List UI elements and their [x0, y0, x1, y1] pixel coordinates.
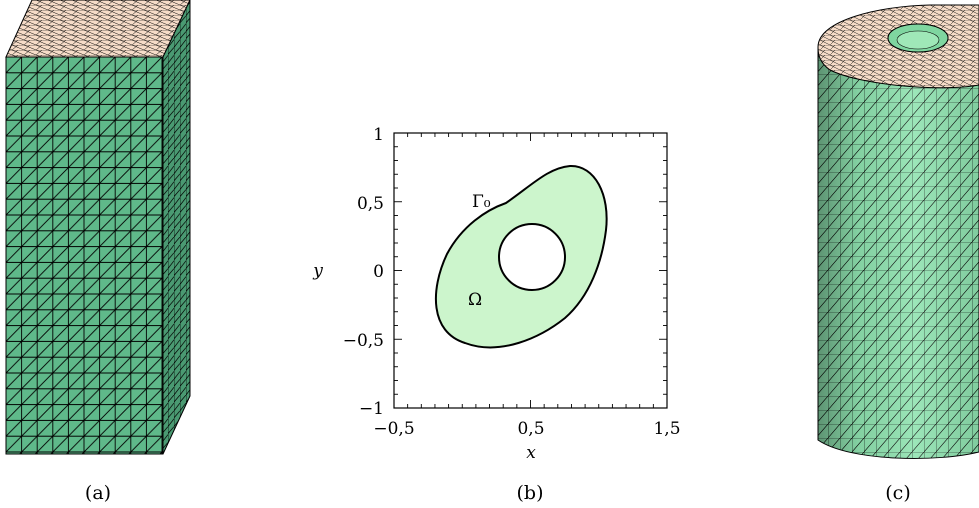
y-axis-label: y: [312, 261, 323, 281]
plot-frame: [393, 132, 668, 409]
x-tick-1-5: 1,5: [653, 419, 680, 439]
x-tick-0-5: 0,5: [517, 419, 544, 439]
y-tick-1: 1: [373, 125, 384, 145]
caption-c: (c): [885, 482, 910, 504]
minor-ticks: [393, 132, 668, 409]
y-tick-0-5: 0,5: [357, 194, 384, 214]
omega-label: Ω: [468, 290, 482, 310]
mesh-cylinder-figure: [817, 4, 979, 459]
caption-a: (a): [85, 482, 111, 504]
mesh-box-top: [5, 0, 191, 58]
cylinder-hole-inner: [896, 30, 940, 50]
domain-omega: [435, 164, 608, 349]
x-tick-neg-0-5: −0,5: [373, 419, 414, 439]
mesh-box-side: [162, 0, 191, 455]
mesh-box-figure: [5, 0, 191, 455]
gamma-label: Γ₀: [472, 192, 491, 212]
y-tick-neg-1: −1: [359, 399, 384, 419]
caption-b: (b): [517, 482, 544, 504]
y-tick-0: 0: [373, 262, 384, 282]
y-tick-neg-0-5: −0,5: [343, 331, 384, 351]
x-axis-label: x: [526, 443, 536, 463]
domain-plot: [393, 132, 668, 409]
mesh-box-front: [5, 56, 164, 455]
cylinder-shading: [818, 47, 979, 459]
